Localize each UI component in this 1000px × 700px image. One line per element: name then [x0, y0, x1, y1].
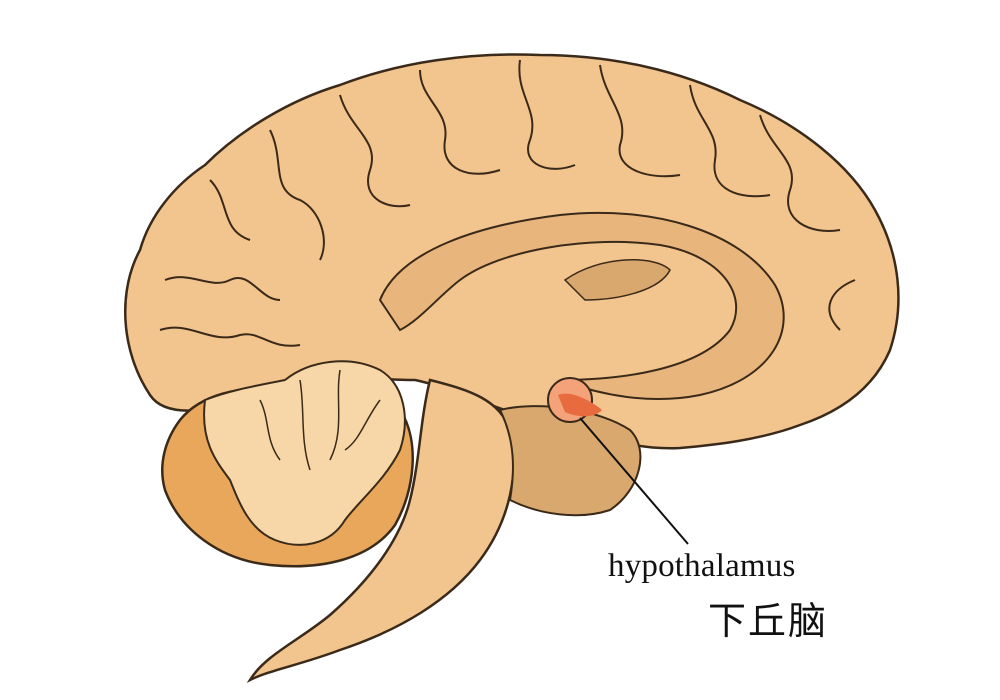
hypothalamus-structure — [558, 393, 602, 417]
label-hypothalamus-english: hypothalamus — [608, 548, 796, 584]
leader-line — [579, 417, 689, 545]
label-hypothalamus-chinese: 下丘脑 — [708, 599, 829, 643]
ventricle — [563, 259, 671, 301]
sulci — [159, 59, 856, 347]
arbor-branches — [259, 369, 381, 471]
arbor-vitae — [203, 360, 406, 546]
